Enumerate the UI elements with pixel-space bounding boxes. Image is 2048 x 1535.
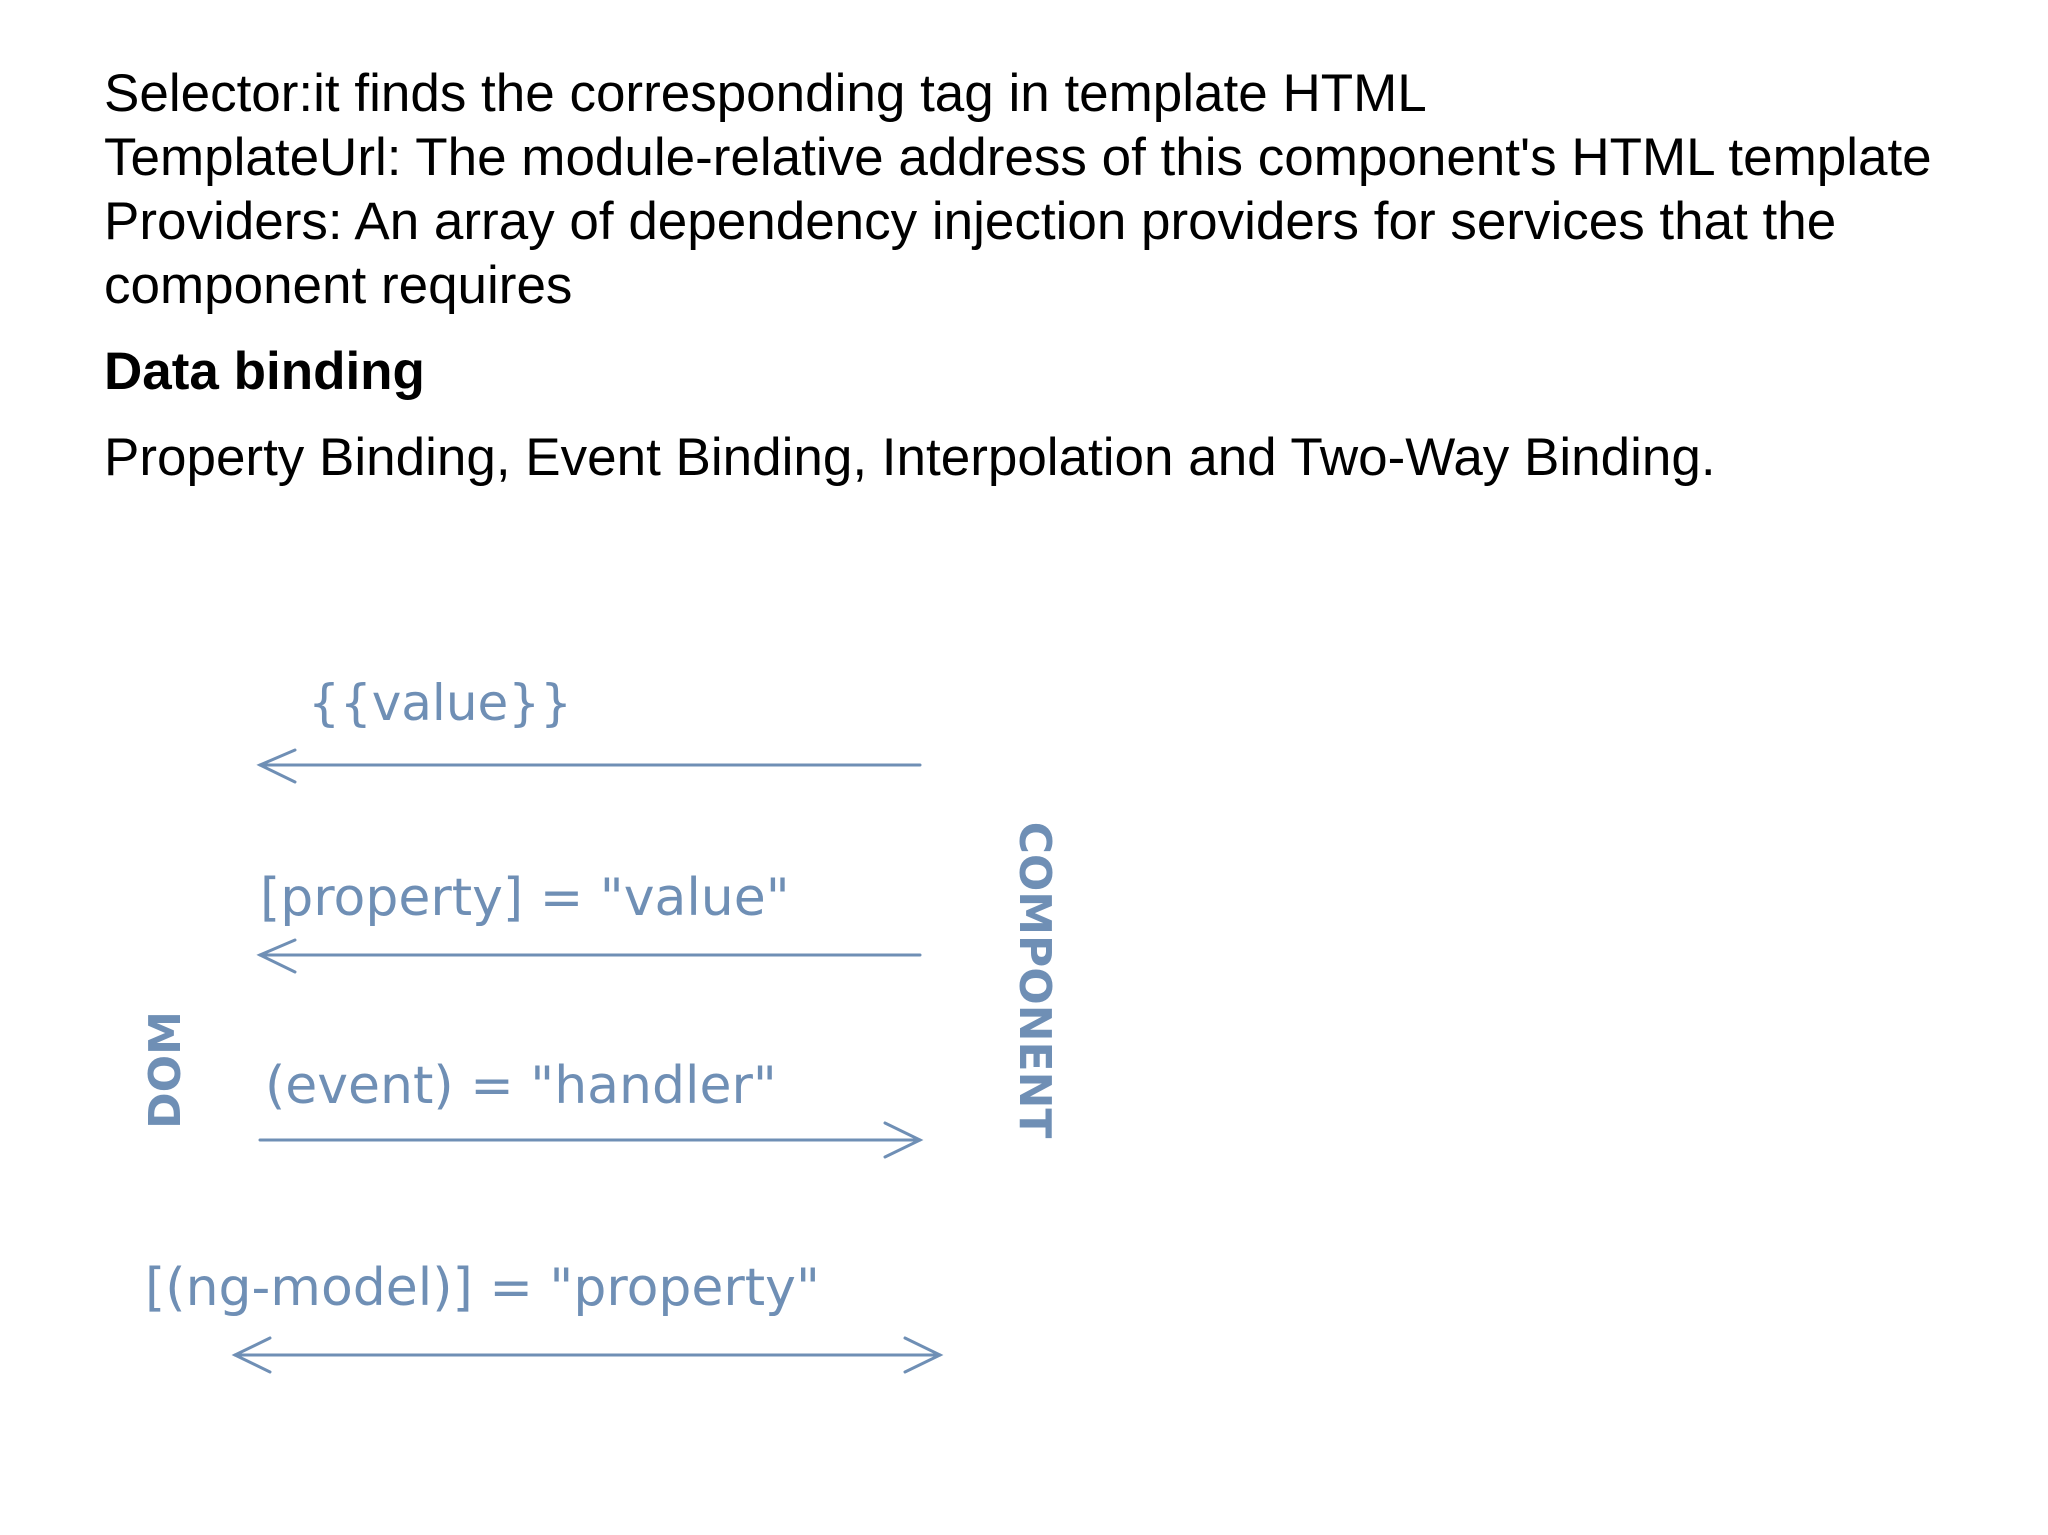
selector-description: Selector:it finds the corresponding tag … [104,64,1427,123]
two-way-binding-arrow [231,1336,944,1374]
event-binding-arrow [258,1121,924,1159]
interpolation-label: {{value}} [308,674,572,732]
data-binding-heading: Data binding [104,342,425,401]
two-way-binding-label: [(ng-model)] = "property" [145,1258,820,1318]
property-binding-arrow [256,938,922,974]
data-binding-diagram: DOM COMPONENT {{value}} [property] = "va… [120,660,1120,1420]
templateurl-description: TemplateUrl: The module-relative address… [104,128,1932,187]
property-binding-label: [property] = "value" [260,868,790,928]
data-binding-summary: Property Binding, Event Binding, Interpo… [104,428,1716,487]
binding-diagram-svg: DOM COMPONENT {{value}} [property] = "va… [140,674,1060,1374]
component-label: COMPONENT [1009,822,1060,1139]
document-text: Selector:it finds the corresponding tag … [104,62,1984,490]
interpolation-arrow [256,748,922,784]
event-binding-label: (event) = "handler" [265,1056,777,1116]
dom-label: DOM [140,1011,191,1129]
providers-description: Providers: An array of dependency inject… [104,192,1837,315]
